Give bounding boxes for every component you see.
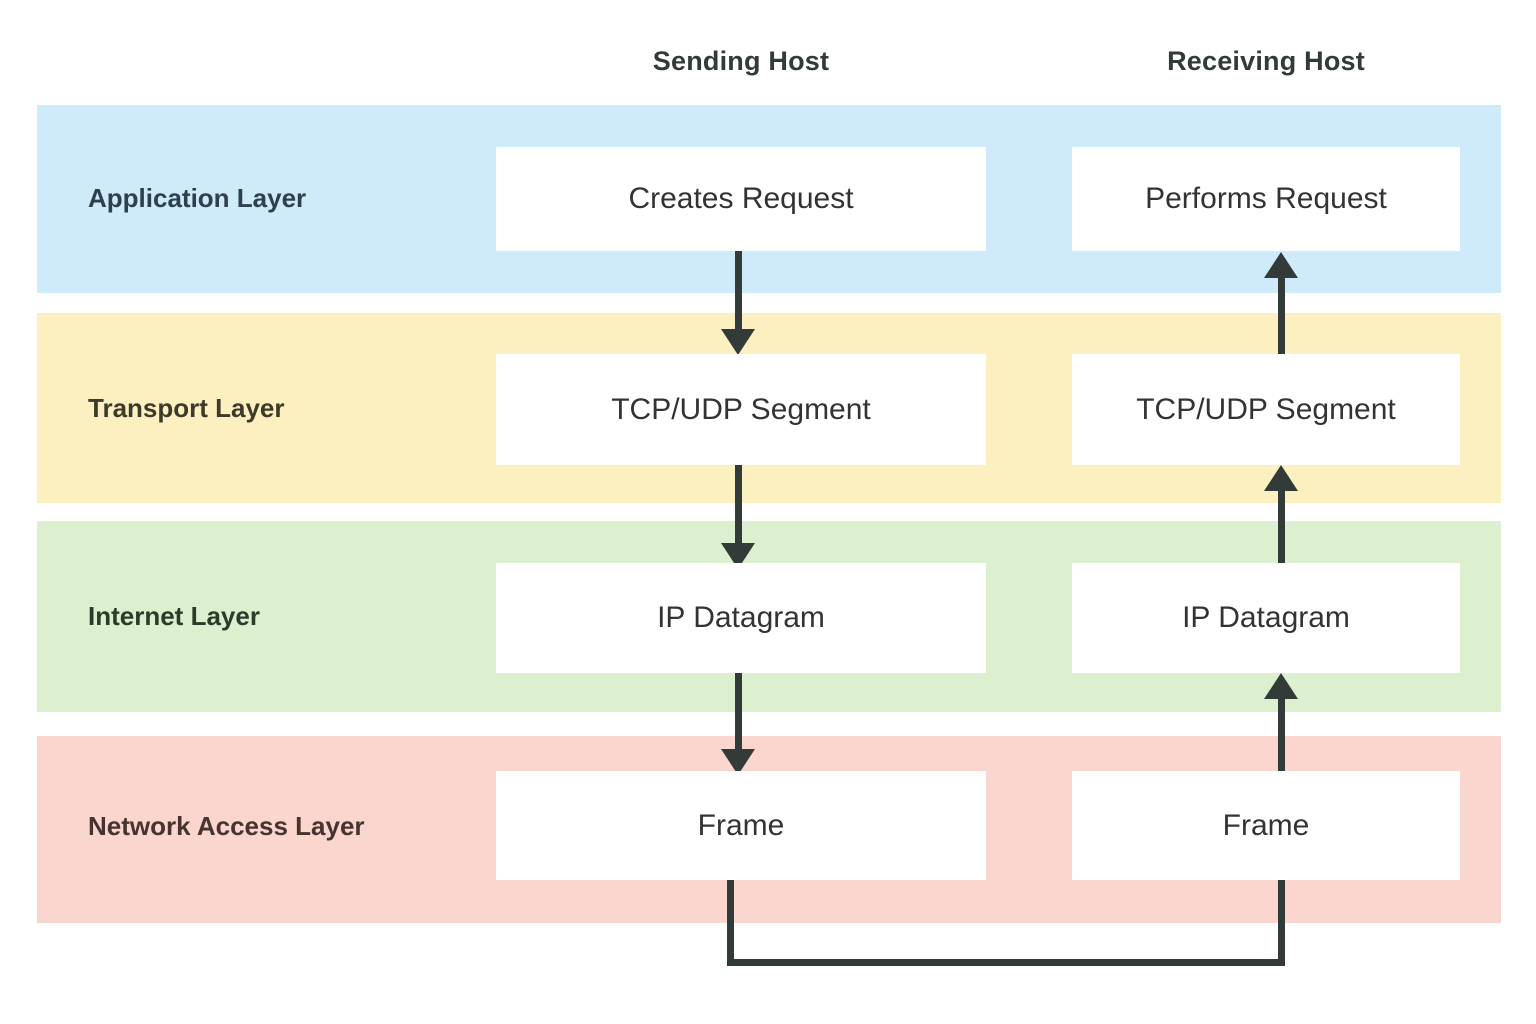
- connector-wire-horizontal: [727, 959, 1285, 966]
- connector-shaft-wire-up: [1278, 880, 1285, 966]
- arrow-head-receiving-access-to-internet: [1264, 673, 1298, 699]
- node-receiving-internet[interactable]: IP Datagram: [1072, 563, 1460, 673]
- node-receiving-network-access[interactable]: Frame: [1072, 771, 1460, 880]
- node-receiving-transport[interactable]: TCP/UDP Segment: [1072, 354, 1460, 465]
- node-receiving-application[interactable]: Performs Request: [1072, 147, 1460, 251]
- node-sending-transport[interactable]: TCP/UDP Segment: [496, 354, 986, 465]
- layer-label-network-access: Network Access Layer: [88, 811, 365, 841]
- arrow-head-receiving-transport-to-application: [1264, 252, 1298, 278]
- node-sending-internet[interactable]: IP Datagram: [496, 563, 986, 673]
- connector-shaft-sending-transport-to-internet: [735, 465, 742, 547]
- connector-shaft-receiving-internet-to-transport: [1278, 490, 1285, 564]
- connector-shaft-sending-app-to-transport: [735, 251, 742, 333]
- column-heading-sending-host: Sending Host: [652, 46, 830, 76]
- column-heading-receiving-host: Receiving Host: [1167, 46, 1365, 76]
- arrow-head-receiving-internet-to-transport: [1264, 465, 1298, 491]
- arrow-head-sending-app-to-transport: [721, 329, 755, 355]
- layer-label-application: Application Layer: [88, 183, 307, 213]
- node-sending-application[interactable]: Creates Request: [496, 147, 986, 251]
- arrow-head-sending-internet-to-access: [721, 749, 755, 775]
- connector-shaft-wire-down: [727, 880, 734, 966]
- connector-shaft-receiving-transport-to-application: [1278, 277, 1285, 355]
- connector-shaft-sending-internet-to-access: [735, 673, 742, 753]
- node-sending-network-access[interactable]: Frame: [496, 771, 986, 880]
- connector-shaft-receiving-access-to-internet: [1278, 698, 1285, 772]
- layer-label-internet: Internet Layer: [88, 601, 260, 631]
- layer-label-transport: Transport Layer: [88, 393, 285, 423]
